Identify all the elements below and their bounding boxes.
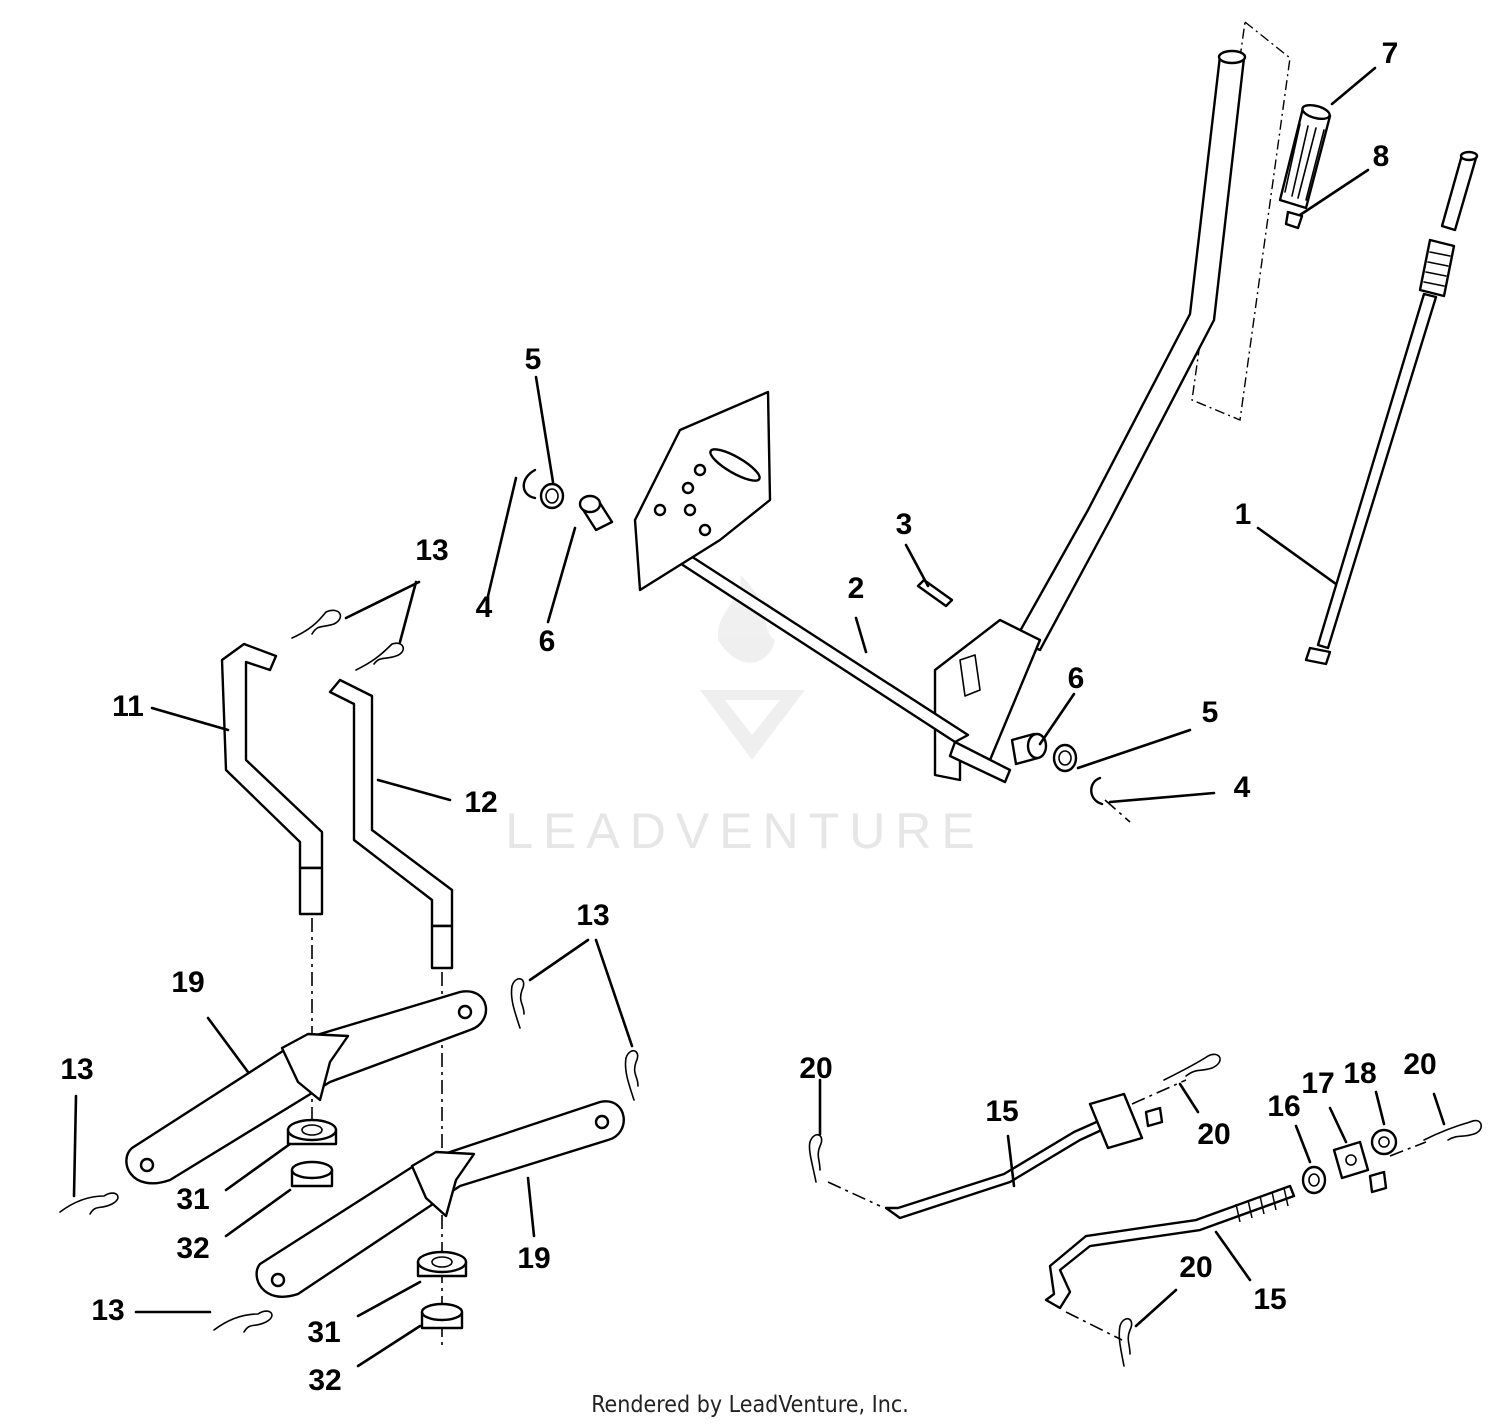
part-32-nut-upper [290,1160,334,1188]
part-19-lift-arm-upper [125,990,488,1185]
callout-c18: 18 [1343,1057,1376,1090]
part-16-washer [1301,1165,1327,1195]
part-20-pin-b [1163,1053,1221,1081]
part-19-lift-arm-lower [255,1100,625,1298]
callout-c31a: 31 [176,1183,209,1216]
centerline-right-clip [1104,799,1131,823]
callout-c4a: 4 [476,591,493,624]
callout-c5a: 5 [525,343,542,376]
part-20-pin-a [808,1134,823,1183]
part-13-clip-upper-b [355,642,404,671]
part-2-lift-handle [633,49,1247,784]
part-11-lift-link [220,642,324,916]
part-5-washer-left [539,482,565,510]
callout-c5b: 5 [1202,696,1219,729]
part-13-clip-mid-b [624,1050,639,1101]
part-12-lift-link [328,678,454,970]
part-5-washer-right-hole [1058,750,1072,766]
part-17-block [1332,1140,1388,1194]
part-6-bushing-left [578,494,614,532]
callout-c32b: 32 [308,1364,341,1397]
centerline-pin-c [1389,1141,1427,1157]
callout-c15b: 15 [1253,1283,1286,1316]
part-5-washer-right [1052,743,1078,773]
part-20-pin-d [1118,1318,1133,1367]
part-15-link-rod-lower [1044,1184,1296,1310]
centerline-pin-a [827,1181,881,1207]
callout-c6b: 6 [1068,662,1085,695]
callout-c16: 16 [1267,1090,1300,1123]
callout-c11: 11 [112,690,144,723]
callout-c4b: 4 [1234,771,1251,804]
part-4-clip-right [1090,776,1104,806]
watermark-text: LEADVENTURE [505,803,985,859]
callout-c13d: 13 [91,1294,124,1327]
centerline-pin-d [1065,1311,1123,1341]
part-32-nut-lower [420,1302,464,1330]
callout-c19a: 19 [171,966,204,999]
callout-c13b: 13 [576,899,609,932]
part-5-washer-left-hole [545,488,559,504]
callout-c1: 1 [1235,498,1252,531]
callout-c19b: 19 [517,1242,550,1275]
part-31-spacer-upper [286,1118,338,1146]
part-18-nut [1370,1128,1398,1156]
callout-c20d: 20 [1179,1251,1212,1284]
part-15-link-rod-upper [884,1092,1164,1220]
part-7-grip [1278,103,1332,210]
part-4-clip-left [522,468,537,500]
centerline-pin-b [1131,1079,1187,1105]
callout-c20b: 20 [1197,1118,1230,1151]
callout-c32a: 32 [176,1232,209,1265]
part-13-clip-lower-b [213,1310,273,1333]
part-31-spacer-lower [416,1250,468,1278]
part-6-bushing-right [1010,732,1048,766]
callout-c20c: 20 [1403,1048,1436,1081]
part-13-clip-mid-a [510,978,525,1029]
part-1-lift-rod [1304,150,1479,666]
callout-c3: 3 [896,508,913,541]
leader-lines [72,66,1446,1368]
callout-c8: 8 [1373,140,1390,173]
callout-c15a: 15 [985,1095,1018,1128]
callout-c31b: 31 [307,1316,340,1349]
callout-c6a: 6 [539,625,556,658]
callout-c20a: 20 [799,1052,832,1085]
part-20-pin-c [1423,1119,1482,1141]
leadventure-watermark-logo [700,575,805,760]
callout-c7: 7 [1382,37,1399,70]
callout-c17: 17 [1301,1067,1334,1100]
part-8-ferrule [1284,210,1304,230]
callout-c13a: 13 [415,534,448,567]
part-13-clip-lower-a [59,1192,119,1215]
part-3-roll-pin [916,578,954,608]
credit-text: Rendered by LeadVenture, Inc. [591,1392,909,1418]
part-13-clip-upper-a [291,609,342,639]
callout-c2: 2 [848,572,865,605]
callout-c12: 12 [464,786,497,819]
callout-c13c: 13 [60,1053,93,1086]
